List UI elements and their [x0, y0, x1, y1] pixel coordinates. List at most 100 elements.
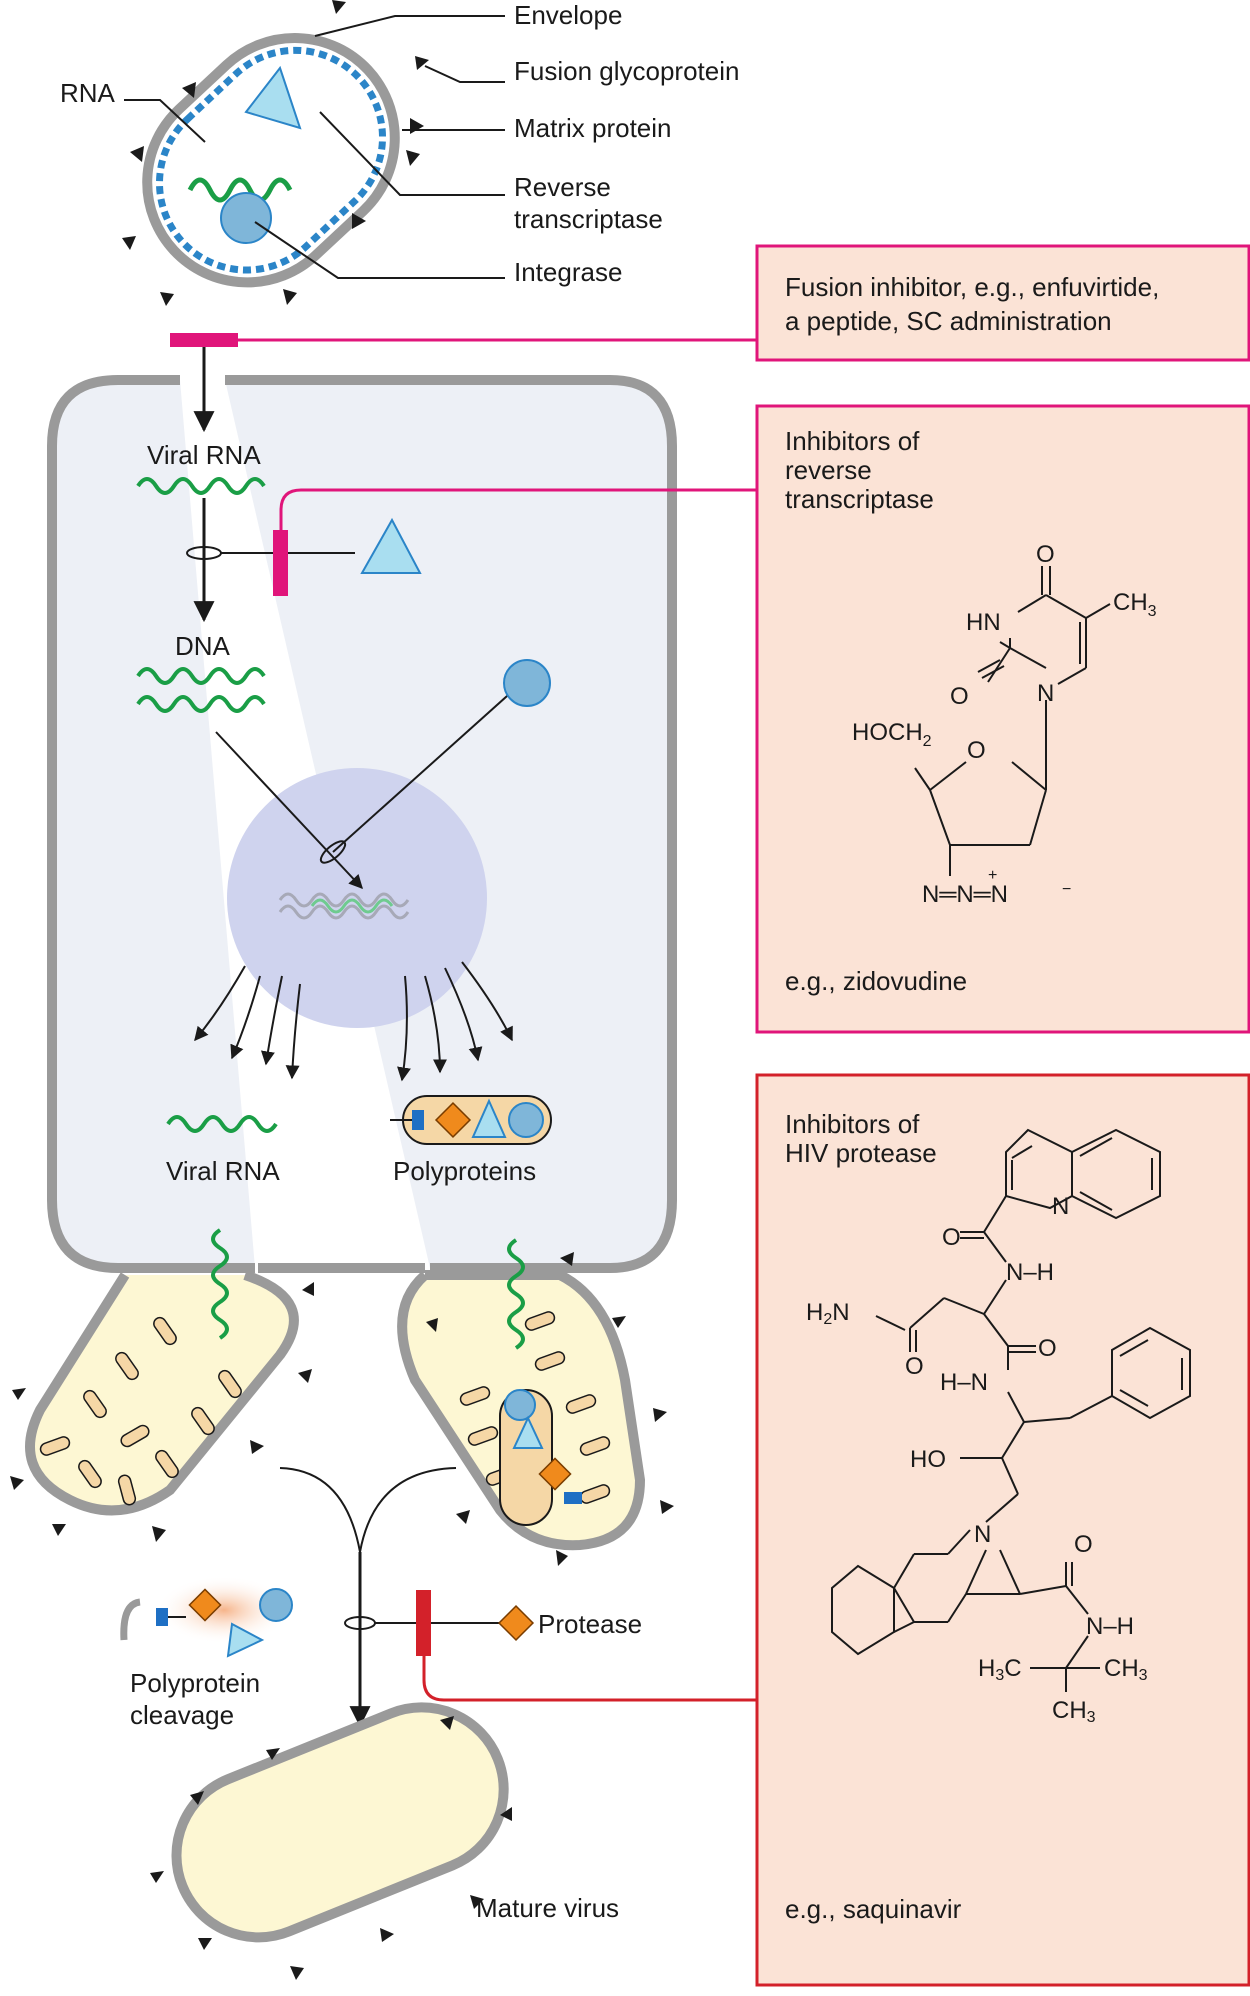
- saquinavir-h3c-h: H: [978, 1655, 995, 1682]
- zidovudine-ch3: CH: [1113, 589, 1148, 616]
- saquinavir-ho: HO: [910, 1446, 946, 1473]
- rt-inhibitor-link: [279, 488, 757, 530]
- saquinavir-structure: [831, 1128, 1191, 1692]
- integrase-label: Integrase: [514, 257, 622, 287]
- mature-virus-label: Mature virus: [476, 1893, 619, 1923]
- envelope-label: Envelope: [514, 0, 622, 30]
- saquinavir-n-quinoline: N: [1052, 1193, 1069, 1220]
- fusion-glycoprotein-label: Fusion glycoprotein: [514, 56, 739, 86]
- rt-enzyme-triangle: [360, 517, 422, 574]
- svg-text:CH3: CH3: [1113, 589, 1157, 620]
- rt-box-line1: Inhibitors of: [785, 426, 920, 456]
- saquinavir-o3: O: [1074, 1531, 1093, 1558]
- budding-virion-left: [10, 1228, 314, 1542]
- budding-virion-right: [397, 1238, 674, 1566]
- viral-rna-strand-top: [136, 477, 266, 495]
- matrix-protein-label: Matrix protein: [514, 113, 672, 143]
- saquinavir-h3c-c: C: [1004, 1655, 1021, 1682]
- zidovudine-ch3-sub: 3: [1148, 603, 1157, 620]
- rt-inhibitor-box: Inhibitors of reverse transcriptase e.g.…: [755, 404, 1250, 1034]
- rt-box-line3: transcriptase: [785, 484, 934, 514]
- saquinavir-ch3-right: CH: [1104, 1655, 1139, 1682]
- zidovudine-hoch2: HOCH: [852, 719, 923, 746]
- protease-block-bar: [416, 1590, 431, 1656]
- fusion-glycoprotein-spikes: [122, 0, 429, 306]
- immature-core: [499, 1389, 582, 1526]
- polyprotein-cleavage-group: [120, 1576, 293, 1658]
- polyprotein-cleavage-label-line2: cleavage: [130, 1700, 234, 1730]
- saquinavir-o2: O: [1038, 1335, 1057, 1362]
- saquinavir-ch3-right-sub: 3: [1139, 1667, 1148, 1684]
- maturation-arrow: [279, 1467, 505, 1728]
- zidovudine-o-left: O: [950, 683, 969, 710]
- matrix-protein-layer: [156, 46, 387, 274]
- polyprotein-cleavage-label-line1: Polyprotein: [130, 1668, 260, 1698]
- svg-text:CH3: CH3: [1104, 1655, 1148, 1684]
- zidovudine-structure: [914, 566, 1111, 876]
- zidovudine-azide-minus: −: [1062, 881, 1071, 898]
- viral-rna-top-label: Viral RNA: [147, 440, 261, 470]
- integrase-shape: [220, 192, 272, 244]
- saquinavir-h2n-n: N: [832, 1299, 849, 1326]
- zidovudine-n-ring: N: [1037, 680, 1054, 707]
- zidovudine-azide: N═N═N: [922, 881, 1008, 908]
- zidovudine-azide-plus: +: [988, 867, 997, 884]
- fusion-inhibitor-box: Fusion inhibitor, e.g., enfuvirtide, a p…: [755, 244, 1250, 362]
- protease-diamond: [497, 1604, 535, 1642]
- fusion-box-line2: a peptide, SC administration: [785, 306, 1112, 336]
- dna-strands: [136, 695, 266, 713]
- virion-envelope: [142, 33, 400, 288]
- host-cell: [47, 375, 677, 1273]
- fusion-box-line1: Fusion inhibitor, e.g., enfuvirtide,: [785, 272, 1159, 302]
- svg-text:H2N: H2N: [806, 1299, 850, 1328]
- zidovudine-o-sugar: O: [967, 737, 986, 764]
- rt-box-example: e.g., zidovudine: [785, 966, 967, 996]
- top-virion: Envelope Fusion glycoprotein Matrix prot…: [60, 0, 739, 306]
- saquinavir-h3c-sub: 3: [995, 1667, 1004, 1684]
- protease-label: Protease: [538, 1609, 642, 1639]
- svg-text:CH3: CH3: [1052, 1697, 1096, 1726]
- saquinavir-n-ring: N: [974, 1521, 991, 1548]
- rna-label: RNA: [60, 78, 116, 108]
- saquinavir-nh3: N–H: [1086, 1613, 1134, 1640]
- rt-box-line2: reverse: [785, 455, 872, 485]
- svg-text:HOCH2: HOCH2: [852, 719, 932, 750]
- saquinavir-o-amide: O: [905, 1353, 924, 1380]
- saquinavir-ch3-bottom-sub: 3: [1087, 1709, 1096, 1726]
- protease-box-line1: Inhibitors of: [785, 1109, 920, 1139]
- reverse-transcriptase-label-line1: Reverse: [514, 172, 611, 202]
- fusion-block-bar: [170, 333, 238, 347]
- polyproteins-label: Polyproteins: [393, 1156, 536, 1186]
- zidovudine-o-top: O: [1036, 541, 1055, 568]
- integrase-circle: [503, 659, 551, 707]
- protease-box-line2: HIV protease: [785, 1138, 937, 1168]
- saquinavir-h2n-sub: 2: [823, 1311, 832, 1328]
- saquinavir-o1: O: [942, 1224, 961, 1251]
- integrase-action-line: [332, 687, 517, 853]
- zidovudine-hn: HN: [966, 609, 1001, 636]
- mature-virus: [150, 1702, 512, 1980]
- polyprotein-capsule: [390, 1095, 552, 1145]
- protease-inhibitor-box: Inhibitors of HIV protease e.g., saquina…: [755, 1073, 1250, 1987]
- viral-rna-strand-bottom: [166, 1115, 278, 1133]
- reverse-transcriptase-shape: [244, 65, 302, 130]
- fusion-inhibitor-link: [170, 333, 757, 347]
- saquinavir-hn2: H–N: [940, 1369, 988, 1396]
- svg-text:H3C: H3C: [978, 1655, 1022, 1684]
- expression-arrows: [194, 961, 513, 1082]
- rt-block-bar: [273, 530, 288, 596]
- virion-rna: [187, 177, 293, 203]
- viral-rna-bottom-label: Viral RNA: [166, 1156, 280, 1186]
- integration-arrow: [215, 731, 363, 890]
- saquinavir-nh1: N–H: [1006, 1259, 1054, 1286]
- protease-inhibitor-link: [422, 1656, 757, 1702]
- integrated-provirus: [310, 898, 394, 914]
- saquinavir-h2n-h: H: [806, 1299, 823, 1326]
- dna-label: DNA: [175, 631, 231, 661]
- virion-leader-lines: [124, 15, 505, 279]
- saquinavir-ch3-bottom: CH: [1052, 1697, 1087, 1724]
- protease-box-example: e.g., saquinavir: [785, 1894, 962, 1924]
- zidovudine-hoch2-sub: 2: [923, 733, 932, 750]
